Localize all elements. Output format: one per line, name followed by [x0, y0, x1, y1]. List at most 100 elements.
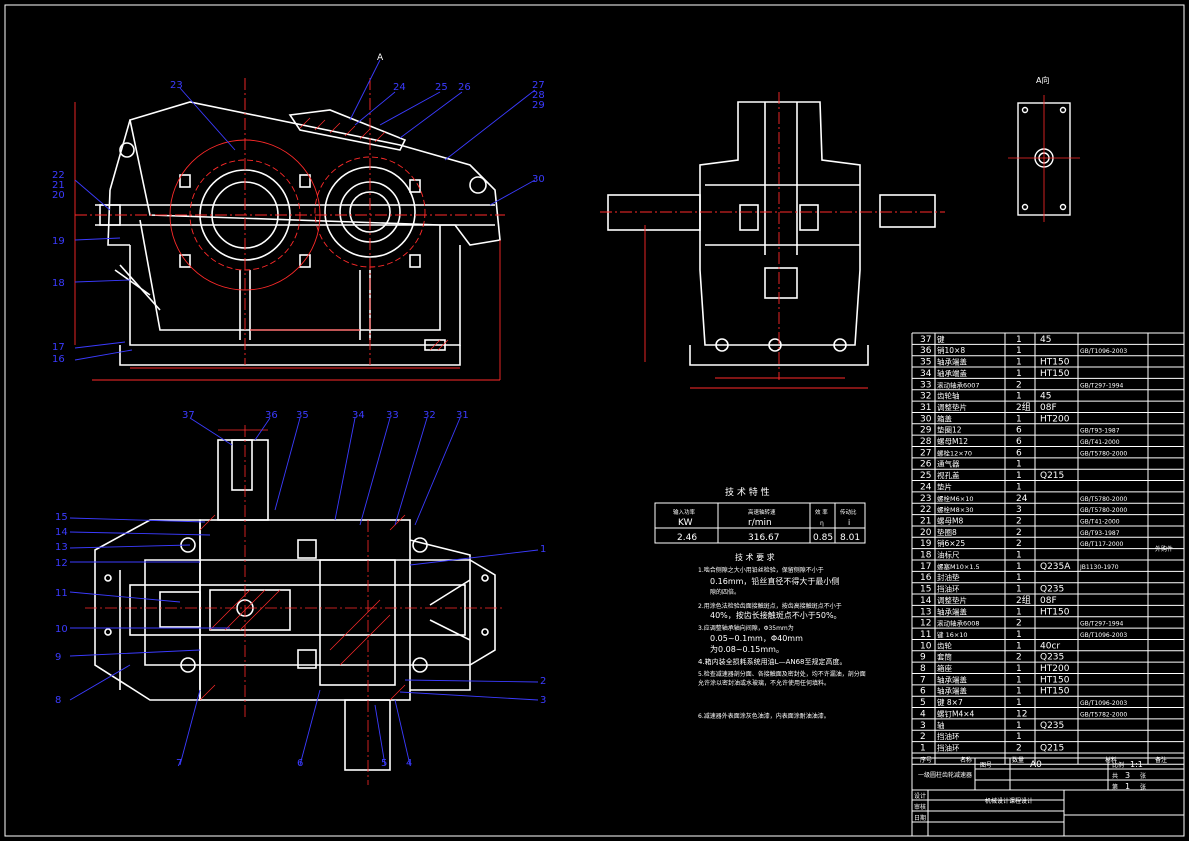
bom-row-name: 滚动轴承6008 — [937, 619, 980, 628]
bom-row-name: 挡油环 — [937, 584, 960, 594]
tech-req-3b: 0.05~0.1mm，Φ40mm — [710, 634, 803, 643]
callout-35: 35 — [296, 410, 309, 421]
bom-row-name: 轴 — [937, 720, 945, 730]
bom-row-qty: 2组 — [1016, 401, 1031, 413]
title-block — [911, 757, 1185, 837]
plan-view-leaders — [69, 417, 539, 766]
bom-row-no: 15 — [920, 585, 931, 595]
tb-total-label: 共 — [1112, 772, 1118, 780]
callout-14: 14 — [55, 527, 68, 538]
bom-row-qty: 2 — [1016, 380, 1022, 390]
tech-requirements: 技 术 要 求 1.啮合侧隙之大小用铅丝检验，保留侧隙不小于 0.16mm，铅丝… — [698, 552, 866, 720]
bom-row-qty: 1 — [1016, 687, 1022, 697]
callout-4: 4 — [406, 758, 412, 769]
bom-row-material: HT150 — [1040, 687, 1070, 697]
bom-row-material: 45 — [1040, 392, 1051, 402]
bom-row-no: 17 — [920, 562, 931, 572]
tech-req-3c: 为0.08~0.15mm。 — [710, 644, 784, 654]
bom-row-standard: GB/T93-1987 — [1080, 428, 1120, 435]
callout-13: 13 — [55, 542, 68, 553]
bom-row-name: 螺栓12×70 — [937, 448, 972, 457]
bom-row-name: 轴承端盖 — [937, 686, 967, 696]
callout-18: 18 — [52, 278, 65, 289]
bom-row-qty: 2 — [1016, 528, 1022, 538]
bom-row-standard: GB/T1096-2003 — [1080, 700, 1127, 707]
bom-row-standard: GB/T1096-2003 — [1080, 632, 1127, 639]
callout-22: 22 — [52, 170, 65, 181]
bom-row-material: Q235 — [1040, 653, 1064, 663]
bom-row-qty: 1 — [1016, 664, 1022, 674]
bom-row-no: 10 — [920, 641, 932, 651]
callout-5: 5 — [381, 758, 387, 769]
bom-row-name: 螺塞M10×1.5 — [937, 562, 980, 571]
bom-row-no: 18 — [920, 551, 932, 561]
bom-row-no: 3 — [920, 721, 926, 731]
plan-view-callouts: 37 36 35 34 33 32 31 15 14 13 12 11 10 9… — [55, 410, 546, 769]
bom-row-qty: 6 — [1016, 426, 1022, 436]
callout-25: 25 — [435, 82, 448, 93]
tech-spec-u0: KW — [678, 518, 693, 528]
tech-spec-h3: 传动比 — [840, 508, 857, 516]
bom-row-qty: 1 — [1016, 641, 1022, 651]
bom-row-name: 螺栓M8×30 — [937, 505, 973, 514]
bom-row-no: 13 — [920, 607, 931, 617]
bom-row-name: 轴承端盖 — [937, 368, 967, 378]
bom-row-no: 36 — [920, 346, 932, 356]
tb-name: 一级圆柱齿轮减速器 — [918, 771, 972, 779]
bom-row-qty: 1 — [1016, 482, 1022, 492]
callout-30: 30 — [532, 174, 545, 185]
bom-row-name: 轴承端盖 — [937, 357, 967, 367]
bom-row-standard: GB/T1096-2003 — [1080, 348, 1127, 355]
bom-row-material: HT150 — [1040, 369, 1070, 379]
callout-6: 6 — [297, 758, 303, 769]
bom-row-qty: 1 — [1016, 573, 1022, 583]
bom-row-standard: JB1130-1970 — [1079, 564, 1119, 571]
callout-21: 21 — [52, 180, 65, 191]
bom-row-name: 箱盖 — [937, 413, 952, 423]
a-view-label: A向 — [1036, 75, 1049, 85]
bom-row-standard: GB/T297-1994 — [1080, 382, 1124, 389]
bom-row-no: 8 — [920, 664, 926, 674]
bom-row-no: 27 — [920, 448, 931, 458]
tech-req-1c: 隙的四倍。 — [710, 588, 740, 596]
front-view-callouts: 23 24 25 26 27 28 29 30 22 21 20 19 18 1… — [52, 53, 545, 365]
bom-row-no: 34 — [920, 369, 932, 379]
bom-row-name: 销6×25 — [937, 538, 965, 548]
bom-header-remark: 备注 — [1155, 756, 1167, 764]
callout-37: 37 — [182, 410, 195, 421]
bom-row-standard: GB/T93-1987 — [1080, 530, 1120, 537]
tech-req-5: 5.检查减速器剖分面、各接触面及密封处，均不许漏油，剖分面允许涂以密封油或水玻璃… — [698, 671, 866, 687]
tech-spec-table: 技 术 特 性 输入功率 高速轴转速 效 率 传动比 KW r/min η i … — [654, 486, 866, 544]
bom-row-name: 套筒 — [937, 652, 952, 662]
bom-row-qty: 3 — [1016, 505, 1022, 515]
bom-row-name: 封油垫 — [937, 572, 960, 582]
bom-row-material: 08F — [1040, 596, 1057, 606]
bom-row-name: 螺母M8 — [937, 515, 963, 525]
front-view-hatch — [299, 117, 449, 351]
tech-spec-u1: r/min — [748, 518, 772, 528]
tb-school: 机械设计课程设计 — [985, 797, 1033, 805]
tb-unit-2: 张 — [1140, 783, 1146, 791]
bom-row-no: 4 — [920, 709, 926, 719]
bom-row-no: 37 — [920, 335, 931, 345]
callout-11: 11 — [55, 588, 68, 599]
callout-27: 27 — [532, 80, 545, 91]
bom-row-name: 滚动轴承6007 — [937, 380, 980, 389]
tech-spec-v2: 0.85 — [813, 533, 833, 543]
bom-row-no: 11 — [920, 630, 931, 640]
bom-row-qty: 2 — [1016, 516, 1022, 526]
bom-row-material: HT150 — [1040, 675, 1070, 685]
bom-row-standard: GB/T5780-2000 — [1080, 450, 1127, 457]
bom-row-material: Q235 — [1040, 721, 1064, 731]
bom-row-material: 08F — [1040, 403, 1057, 413]
tb-row-design: 设计 — [914, 792, 926, 800]
tech-req-1a: 1.啮合侧隙之大小用铅丝检验，保留侧隙不小于 — [698, 566, 824, 574]
bom-row-qty: 1 — [1016, 732, 1022, 742]
bom-row-no: 29 — [920, 426, 932, 436]
tb-scale-label: 比例 — [1112, 761, 1124, 769]
bom-row-name: 通气器 — [937, 459, 960, 469]
bom-row-material: Q215 — [1040, 471, 1064, 481]
bom-row-no: 2 — [920, 732, 926, 742]
tech-spec-v1: 316.67 — [748, 533, 780, 543]
